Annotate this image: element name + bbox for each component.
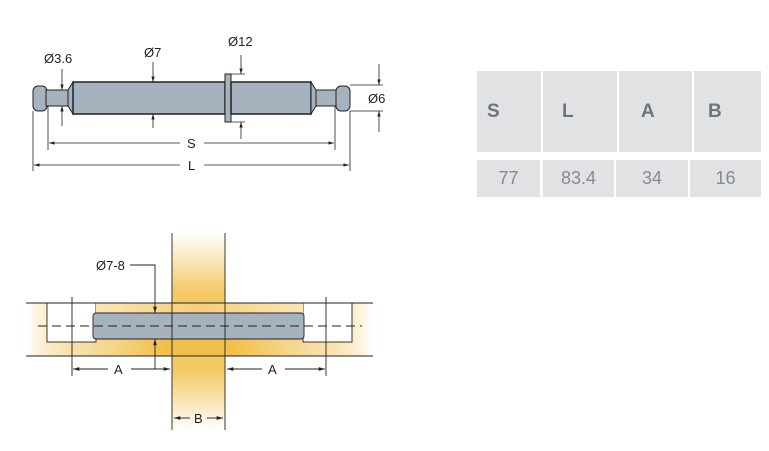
dowel-left-head [32, 85, 48, 112]
dowel-right-shaft [230, 81, 312, 115]
bore [96, 303, 303, 313]
value-s: 77 [477, 160, 540, 197]
value-b: 16 [690, 160, 761, 197]
span-s-label: S [187, 136, 196, 151]
dowel-flange [224, 73, 232, 123]
header-a: A [619, 71, 692, 152]
right-hole [302, 302, 353, 343]
a-right-label: A [268, 362, 277, 377]
installation-drawing [26, 233, 373, 430]
flange-diameter-label: Ø12 [228, 34, 253, 49]
b-label: B [194, 411, 203, 426]
dowel-drawing [32, 55, 383, 171]
value-l: 83.4 [543, 160, 614, 197]
left-hole [46, 302, 97, 343]
head-diameter-label: Ø6 [368, 91, 385, 106]
neck-diameter-label: Ø3.6 [44, 51, 72, 66]
header-b: B [694, 71, 761, 152]
shaft-diameter-label: Ø7 [144, 45, 161, 60]
dowel-left-shaft [72, 81, 226, 115]
span-l-label: L [188, 158, 195, 173]
header-l: L [543, 71, 617, 152]
dowel-left-neck [45, 89, 71, 107]
header-s: S [477, 71, 541, 152]
dowel-right-taper [310, 80, 317, 116]
a-left-label: A [114, 362, 123, 377]
dowel-right-neck [315, 89, 339, 107]
value-a: 34 [616, 160, 688, 197]
bore-diameter-label: Ø7-8 [96, 258, 125, 273]
dowel-right-head [335, 85, 351, 112]
